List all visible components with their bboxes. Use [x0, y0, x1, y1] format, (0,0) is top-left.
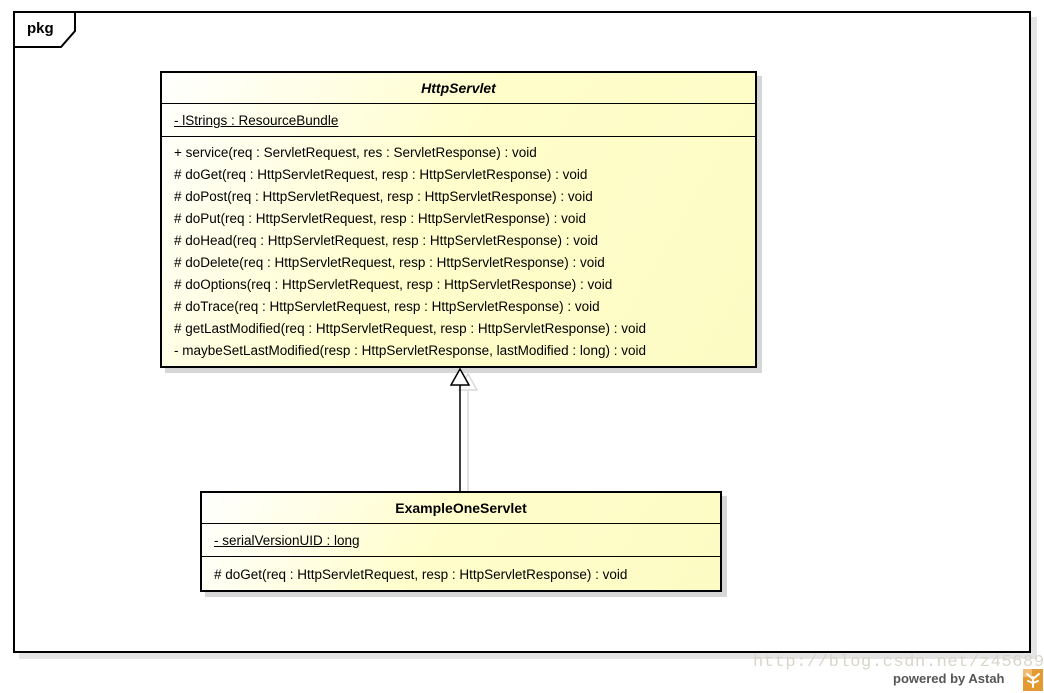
- generalization-arrow-main: [449, 367, 471, 491]
- methods-compartment-exampleoneservlet: # doGet(req : HttpServletRequest, resp :…: [202, 557, 720, 586]
- method-row: # getLastModified(req : HttpServletReque…: [174, 321, 646, 336]
- method-row: # doOptions(req : HttpServletRequest, re…: [174, 277, 613, 292]
- class-box-exampleoneservlet: ExampleOneServlet - serialVersionUID : l…: [200, 491, 722, 592]
- method-row: - maybeSetLastModified(resp : HttpServle…: [174, 343, 646, 358]
- method-row: # doHead(req : HttpServletRequest, resp …: [174, 233, 598, 248]
- attributes-compartment-exampleoneservlet: - serialVersionUID : long: [202, 524, 720, 557]
- attribute-row: - lStrings : ResourceBundle: [174, 113, 339, 128]
- package-tab-shape: [13, 11, 76, 48]
- attributes-compartment-httpservlet: - lStrings : ResourceBundle: [162, 104, 755, 137]
- attribute-row: - serialVersionUID : long: [214, 533, 360, 548]
- method-row: # doPut(req : HttpServletRequest, resp :…: [174, 211, 586, 226]
- method-row: # doGet(req : HttpServletRequest, resp :…: [174, 167, 588, 182]
- class-box-httpservlet: HttpServlet - lStrings : ResourceBundle …: [160, 71, 757, 368]
- method-row: # doPost(req : HttpServletRequest, resp …: [174, 189, 593, 204]
- method-row: + service(req : ServletRequest, res : Se…: [174, 145, 537, 160]
- methods-compartment-httpservlet: + service(req : ServletRequest, res : Se…: [162, 137, 755, 362]
- package-tab-label: pkg: [27, 20, 54, 37]
- package-tab: pkg: [13, 11, 77, 49]
- method-row: # doGet(req : HttpServletRequest, resp :…: [214, 567, 628, 582]
- powered-by-credit: powered by Astah: [893, 671, 1005, 686]
- class-name-exampleoneservlet: ExampleOneServlet: [202, 493, 720, 524]
- astah-logo-icon: [1023, 669, 1043, 691]
- watermark-text: http://blog.csdn.net/z45689: [753, 653, 1044, 672]
- generalization-arrow: [449, 367, 479, 496]
- method-row: # doDelete(req : HttpServletRequest, res…: [174, 255, 605, 270]
- generalization-arrow-shadow: [457, 372, 479, 496]
- class-name-httpservlet: HttpServlet: [162, 73, 755, 104]
- method-row: # doTrace(req : HttpServletRequest, resp…: [174, 299, 600, 314]
